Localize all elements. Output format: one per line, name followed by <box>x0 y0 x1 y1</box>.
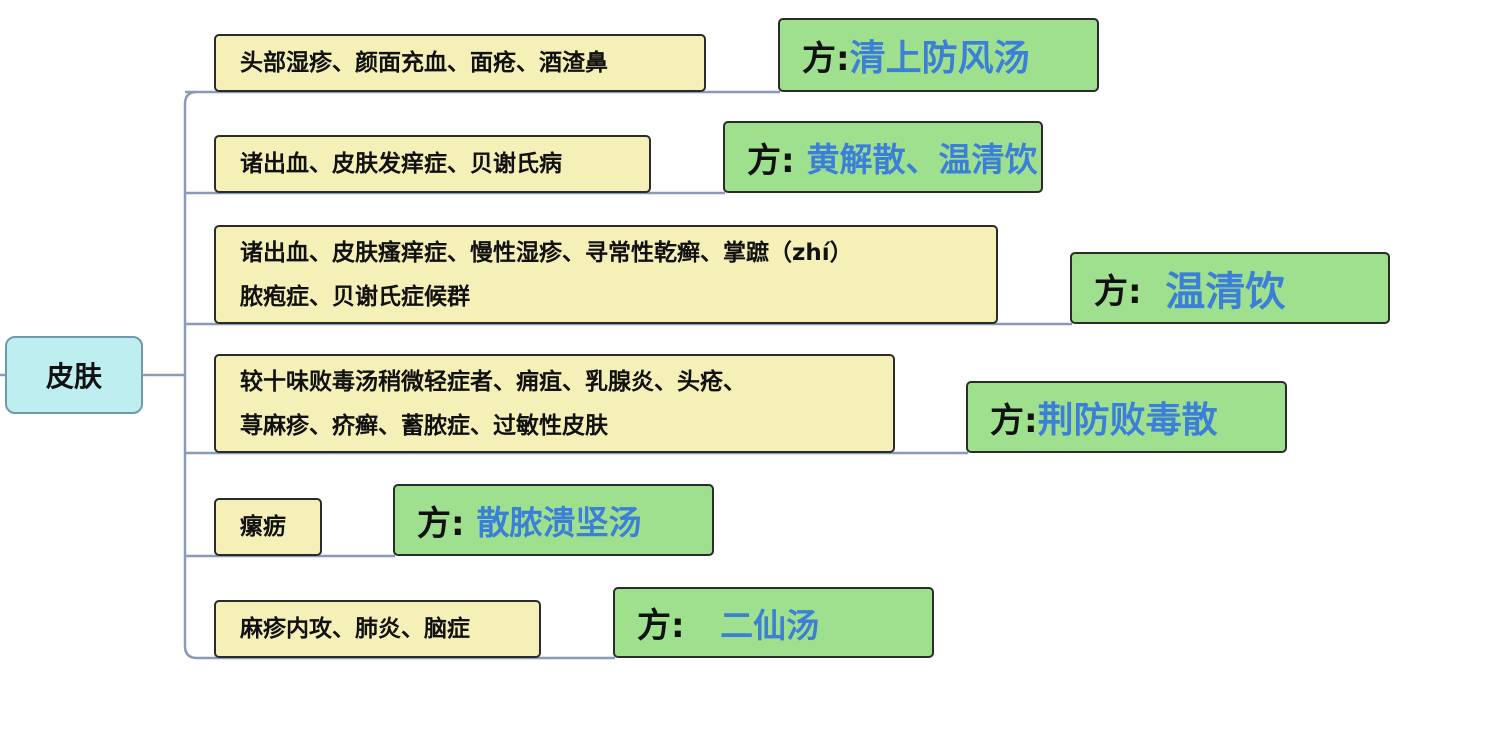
formula-name-1: 清上防风汤 <box>849 38 1030 79</box>
condition-node-4: 较十味败毒汤稍微轻症者、痈疽、乳腺炎、头疮、 荨麻疹、疥癣、蓄脓症、过敏性皮肤 <box>214 354 895 453</box>
formula-node-1: 方: 清上防风汤 <box>778 18 1099 92</box>
formula-node-2: 方: 黄解散、温清饮 <box>723 121 1043 193</box>
condition-text-3: 诸出血、皮肤瘙痒症、慢性湿疹、寻常性乾癣、掌蹠（zhí） 脓疱症、贝谢氏症候群 <box>240 239 853 310</box>
condition-node-1: 头部湿疹、颜面充血、面疮、酒渣鼻 <box>214 34 706 92</box>
condition-node-5: 瘰疬 <box>214 498 322 556</box>
formula-prefix-3: 方: <box>1094 271 1166 312</box>
condition-node-2: 诸出血、皮肤发痒症、贝谢氏病 <box>214 135 651 193</box>
formula-name-4: 荆防败毒散 <box>1037 400 1218 441</box>
formula-name-2: 黄解散、温清饮 <box>806 140 1038 179</box>
formula-node-4: 方: 荆防败毒散 <box>966 381 1287 453</box>
condition-text-5: 瘰疬 <box>240 514 286 540</box>
formula-name-5: 散脓溃坚汤 <box>476 503 642 542</box>
condition-text-6: 麻疹内攻、肺炎、脑症 <box>240 616 470 642</box>
formula-prefix-6: 方: <box>637 606 721 646</box>
root-label: 皮肤 <box>45 360 102 393</box>
condition-text-2: 诸出血、皮肤发痒症、贝谢氏病 <box>240 151 562 177</box>
condition-text-4: 较十味败毒汤稍微轻症者、痈疽、乳腺炎、头疮、 荨麻疹、疥癣、蓄脓症、过敏性皮肤 <box>240 368 746 439</box>
trunk-line <box>183 90 198 660</box>
formula-prefix-2: 方: <box>747 140 807 181</box>
formula-prefix-4: 方: <box>990 400 1038 441</box>
root-node-skin: 皮肤 <box>5 336 143 414</box>
formula-node-6: 方: 二仙汤 <box>613 587 934 658</box>
formula-prefix-5: 方: <box>417 503 477 544</box>
formula-prefix-1: 方: <box>802 38 850 79</box>
condition-text-1: 头部湿疹、颜面充血、面疮、酒渣鼻 <box>240 50 608 76</box>
formula-node-5: 方: 散脓溃坚汤 <box>393 484 714 556</box>
condition-node-3: 诸出血、皮肤瘙痒症、慢性湿疹、寻常性乾癣、掌蹠（zhí） 脓疱症、贝谢氏症候群 <box>214 225 998 324</box>
formula-name-3: 温清饮 <box>1165 269 1286 315</box>
formula-node-3: 方: 温清饮 <box>1070 252 1390 324</box>
condition-node-6: 麻疹内攻、肺炎、脑症 <box>214 600 541 658</box>
formula-name-6: 二仙汤 <box>720 605 820 645</box>
